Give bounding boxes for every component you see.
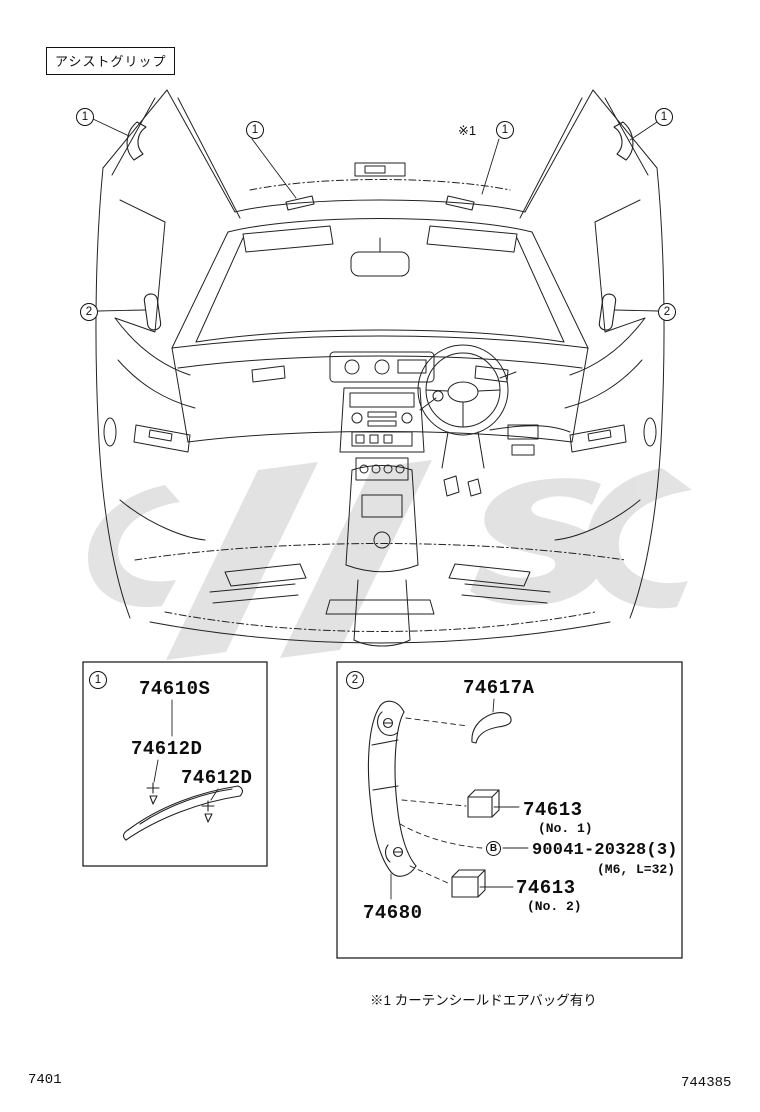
pillars-windshield: [114, 199, 646, 349]
door-trim-right: [554, 317, 657, 541]
roof-and-body-outline: [95, 89, 665, 619]
callout-1-rear-right: 1: [655, 108, 673, 126]
part-number-74610S: 74610S: [139, 678, 211, 700]
part-note-m6-l32: (M6, L=32): [597, 862, 676, 877]
callout-1-front-left: 1: [246, 121, 264, 139]
callout-1-rear-left: 1: [76, 108, 94, 126]
box2-grip-drawing: [367, 698, 529, 900]
part-number-74613-no1: 74613: [523, 799, 583, 821]
shift-knob: [432, 390, 444, 402]
grip-front-left: [285, 195, 315, 211]
clip-a-drawing: [146, 782, 160, 805]
rearview-mirror: [350, 251, 410, 277]
grip-rear-right: [613, 121, 634, 161]
box1-leader-lines: [153, 699, 219, 801]
screw-no2-drawing: [451, 869, 486, 898]
part-note-no2: (No. 2): [527, 899, 582, 914]
section-title-text: アシストグリップ: [55, 54, 167, 69]
car-interior-drawing: [92, 89, 665, 647]
watermark-logo: [88, 460, 692, 660]
part-number-74617A: 74617A: [463, 677, 535, 699]
steering-wheel: [417, 344, 517, 469]
box1-callout-1: 1: [89, 671, 107, 689]
detail-box-1-frame: [82, 661, 268, 867]
footer-page-code: 7401: [28, 1072, 62, 1088]
center-stack: [339, 387, 425, 453]
part-note-no1: (No. 1): [538, 821, 593, 836]
leader-lines-main: [92, 118, 659, 312]
footer-figure-code: 744385: [681, 1075, 732, 1091]
grip-rear-left: [126, 121, 147, 161]
door-trim-left: [103, 317, 206, 541]
callout-2-pillar-right: 2: [658, 303, 676, 321]
note-ref-asterisk1: ※1: [458, 123, 477, 138]
dashboard: [171, 335, 589, 481]
bolt-symbol-B: B: [486, 841, 501, 856]
callout-1-front-right: 1: [496, 121, 514, 139]
headliner-details: [242, 162, 518, 277]
cover-cap-drawing: [471, 712, 512, 744]
part-number-74612D-a: 74612D: [131, 738, 203, 760]
sun-visor-left: [242, 225, 334, 253]
box2-callout-2: 2: [346, 671, 364, 689]
detail-box-2-frame: [336, 661, 683, 959]
grip-pillar-left: [143, 293, 162, 331]
part-number-74612D-b: 74612D: [181, 767, 253, 789]
box2-leader-lines: [390, 698, 529, 900]
grip-front-right: [445, 195, 475, 211]
footnote-curtain-airbag: ※1 カーテンシールドエアバッグ有り: [370, 993, 597, 1008]
pedals: [443, 475, 482, 497]
box2-assembly-lines: [399, 717, 483, 885]
section-title: アシストグリップ: [46, 47, 176, 75]
assist-grips: [126, 121, 634, 331]
part-number-74613-no2: 74613: [516, 877, 576, 899]
part-number-74680: 74680: [363, 902, 423, 924]
screw-no1-drawing: [467, 789, 500, 818]
box1-grip-drawing: [123, 699, 243, 841]
part-number-90041-20328: 90041-20328(3): [532, 841, 678, 860]
sun-visor-right: [426, 225, 518, 253]
clip-b-drawing: [201, 800, 215, 823]
grip-pillar-right: [598, 293, 617, 331]
console-and-floor: [134, 465, 626, 647]
callout-2-pillar-left: 2: [80, 303, 98, 321]
